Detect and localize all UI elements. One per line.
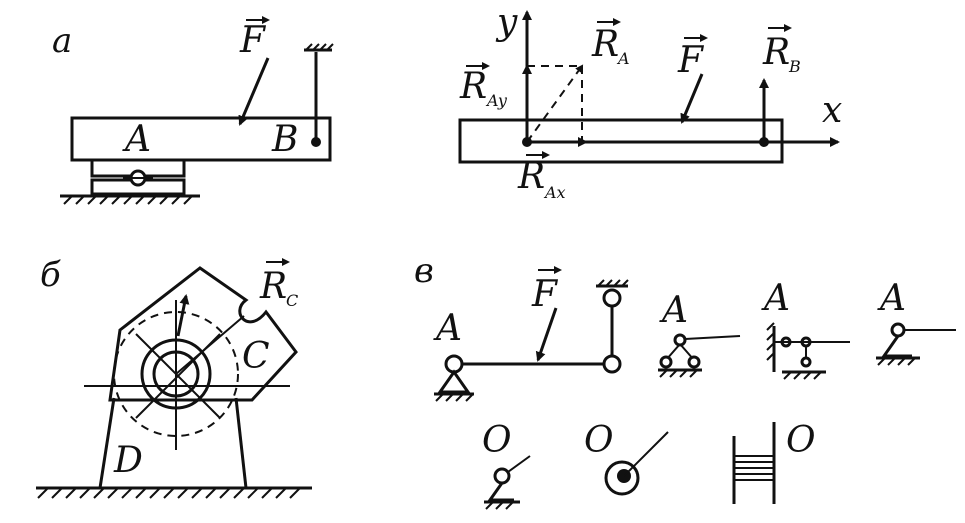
panel-label-a: а <box>52 21 72 61</box>
leg-right <box>234 397 248 489</box>
force-F-label: F <box>239 20 267 61</box>
label-O-1: O <box>482 420 512 461</box>
ground-hatch-a <box>63 195 193 205</box>
support-O-clamp: O <box>732 420 816 504</box>
support-O-bearing: O <box>584 420 669 496</box>
x-label: x <box>822 90 842 131</box>
ceiling-hatch <box>305 43 334 51</box>
force-RAx-label: R <box>517 156 545 197</box>
force-RA-dashed <box>526 64 584 143</box>
force-RB-sub: B <box>788 57 801 76</box>
support-two-link: A <box>658 290 741 378</box>
force-RAx-sub: Ax <box>543 183 566 202</box>
ground-hatch-b <box>37 487 301 499</box>
pin-rod-bottom <box>602 354 622 374</box>
force-F-v-label: F <box>531 274 559 315</box>
force-RA-label: R <box>591 24 619 65</box>
label-A: A <box>122 119 151 160</box>
pin-rod-top <box>602 288 622 308</box>
body-outline <box>108 266 298 402</box>
panel-v-supports: в A F A <box>414 251 956 510</box>
beam-with-rod: A F <box>433 266 629 402</box>
force-F-fbd-arrow <box>680 73 704 124</box>
support-fixed-pin: A <box>876 278 956 366</box>
panel-a-beam: а A B F <box>52 16 334 205</box>
label-A-2: A <box>659 290 688 331</box>
force-F-arrow <box>238 57 270 126</box>
force-RB-label: R <box>762 32 790 73</box>
label-C: C <box>242 336 270 377</box>
force-RAy-sub: Ay <box>485 91 508 110</box>
force-F-v-arrow <box>535 307 558 362</box>
force-F-fbd-label: F <box>677 40 705 81</box>
force-RAy-label: R <box>459 66 487 107</box>
force-RA-sub: A <box>616 49 630 68</box>
force-RC-arrow <box>176 294 190 337</box>
force-RC-sub: C <box>286 291 298 310</box>
panel-a-free-body: y x R Ay R Ax R A F R B <box>458 2 842 202</box>
panel-b-bearing: б R C C D <box>36 255 312 499</box>
panel-label-v: в <box>414 251 434 291</box>
label-O-3: O <box>786 420 816 461</box>
label-A-4: A <box>877 278 906 319</box>
label-A-beam: A <box>433 308 462 349</box>
pin-support <box>437 369 471 394</box>
panel-label-b: б <box>40 255 61 295</box>
outer-ring <box>113 311 239 437</box>
label-B: B <box>271 119 298 160</box>
beam <box>70 116 332 162</box>
leg-left <box>98 397 116 489</box>
label-A-3: A <box>761 278 790 319</box>
force-RC-label: R <box>259 266 287 307</box>
label-D: D <box>113 440 143 481</box>
label-O-2: O <box>584 420 614 461</box>
y-label: y <box>495 2 518 43</box>
support-O-pin: O <box>482 420 531 510</box>
support-wall-links: A <box>761 278 850 380</box>
